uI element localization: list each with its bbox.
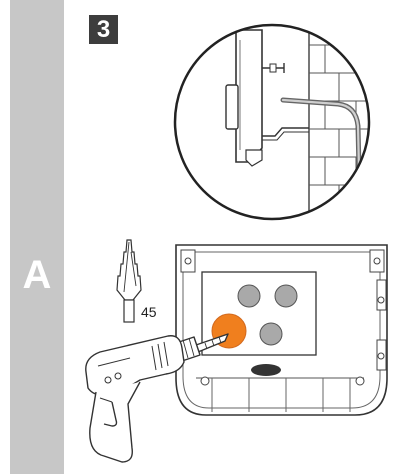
wall-mount-detail-icon xyxy=(173,23,371,221)
drill-bit-size-label: 45 xyxy=(141,304,157,320)
step-number-badge: 3 xyxy=(89,15,118,44)
section-band: A xyxy=(10,0,64,474)
power-drill-icon xyxy=(85,333,229,463)
enclosure-back-plate xyxy=(175,244,388,416)
section-letter: A xyxy=(22,253,52,297)
step-drill-bit-icon xyxy=(116,239,142,323)
